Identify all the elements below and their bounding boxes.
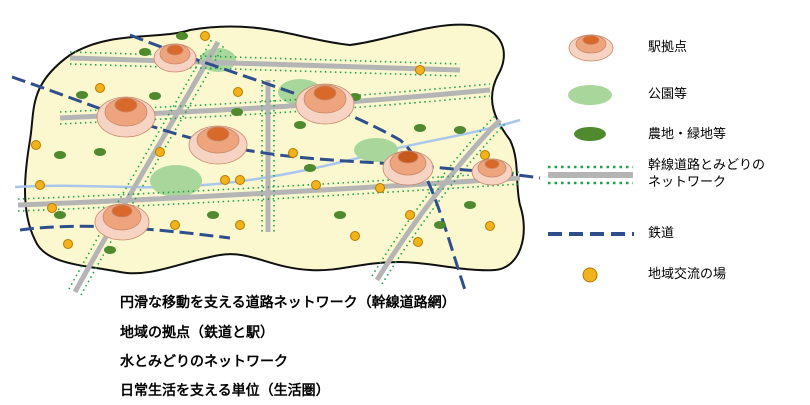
legend-symbols [548, 34, 634, 283]
legend-station-icon [568, 34, 614, 62]
arterial-roads [17, 38, 521, 296]
park [354, 138, 398, 162]
caption-regional-hub: 地域の拠点（鉄道と駅） [120, 325, 274, 341]
station-icon [471, 158, 513, 186]
legend-farmland-label: 農地・緑地等 [648, 127, 727, 142]
farmland [54, 32, 476, 254]
caption-living-area: 日常生活を支える単位（生活圏） [120, 383, 330, 399]
legend-railway-label: 鉄道 [648, 226, 675, 241]
legend-road-label-2: ネットワーク [648, 175, 727, 190]
legend-park-label: 公園等 [648, 87, 688, 102]
stations [94, 43, 513, 241]
legend-road-icon [548, 165, 633, 185]
park [150, 165, 202, 197]
legend-community-label: 地域交流の場 [648, 267, 727, 282]
community-places [31, 31, 495, 249]
legend-road-label-1: 幹線道路とみどりの [648, 158, 766, 173]
parks [150, 48, 398, 197]
river [14, 118, 521, 189]
legend-farmland-icon [574, 127, 606, 141]
legend-park-icon [568, 85, 612, 105]
station-icon [94, 203, 150, 241]
caption-water-green: 水とみどりのネットワーク [120, 354, 288, 370]
caption-road-network: 円滑な移動を支える道路ネットワーク（幹線道路網） [120, 295, 456, 311]
station-icon [188, 125, 248, 165]
city-area [24, 23, 525, 275]
legend-community-icon [582, 267, 598, 283]
station-icon [96, 96, 156, 138]
station-icon [382, 150, 434, 186]
station-icon [153, 43, 197, 73]
legend-station-label: 駅拠点 [648, 40, 688, 55]
station-icon [295, 83, 355, 125]
